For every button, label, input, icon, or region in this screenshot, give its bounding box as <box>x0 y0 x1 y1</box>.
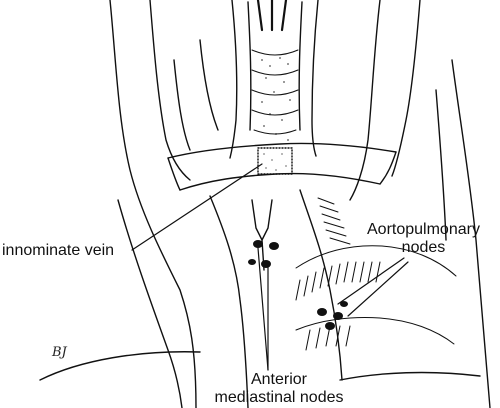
leader-anterior-1 <box>257 247 269 371</box>
leader-aortopulmonary-2 <box>347 261 409 317</box>
leader-aortopulmonary-1 <box>337 257 405 305</box>
aorta <box>209 189 351 408</box>
aortopulmonary-label-line1: Aortopulmonary <box>367 221 480 238</box>
anterior-label-line1: Anterior <box>250 371 308 388</box>
artist-signature: BJ <box>52 345 67 360</box>
leader-innominate-vein <box>131 163 263 251</box>
right-pleura <box>349 0 491 408</box>
bottom-outline <box>39 351 481 381</box>
aortopulmonary-label-line2: nodes <box>401 239 446 256</box>
anterior-mediastinal-nodes-label: Anterior mediastinal nodes <box>204 371 354 407</box>
innominate-vein <box>167 142 397 191</box>
anterior-label-line2: mediastinal nodes <box>214 389 344 406</box>
aortopulmonary-region <box>295 245 457 351</box>
aortopulmonary-nodes <box>317 301 348 330</box>
leader-lines <box>131 163 409 371</box>
innominate-vein-label: innominate vein <box>2 242 115 259</box>
aortopulmonary-nodes-label: Aortopulmonary nodes <box>367 221 480 257</box>
trachea <box>229 0 319 159</box>
anterior-mediastinal-nodes <box>248 240 279 268</box>
left-pleura <box>109 0 219 408</box>
